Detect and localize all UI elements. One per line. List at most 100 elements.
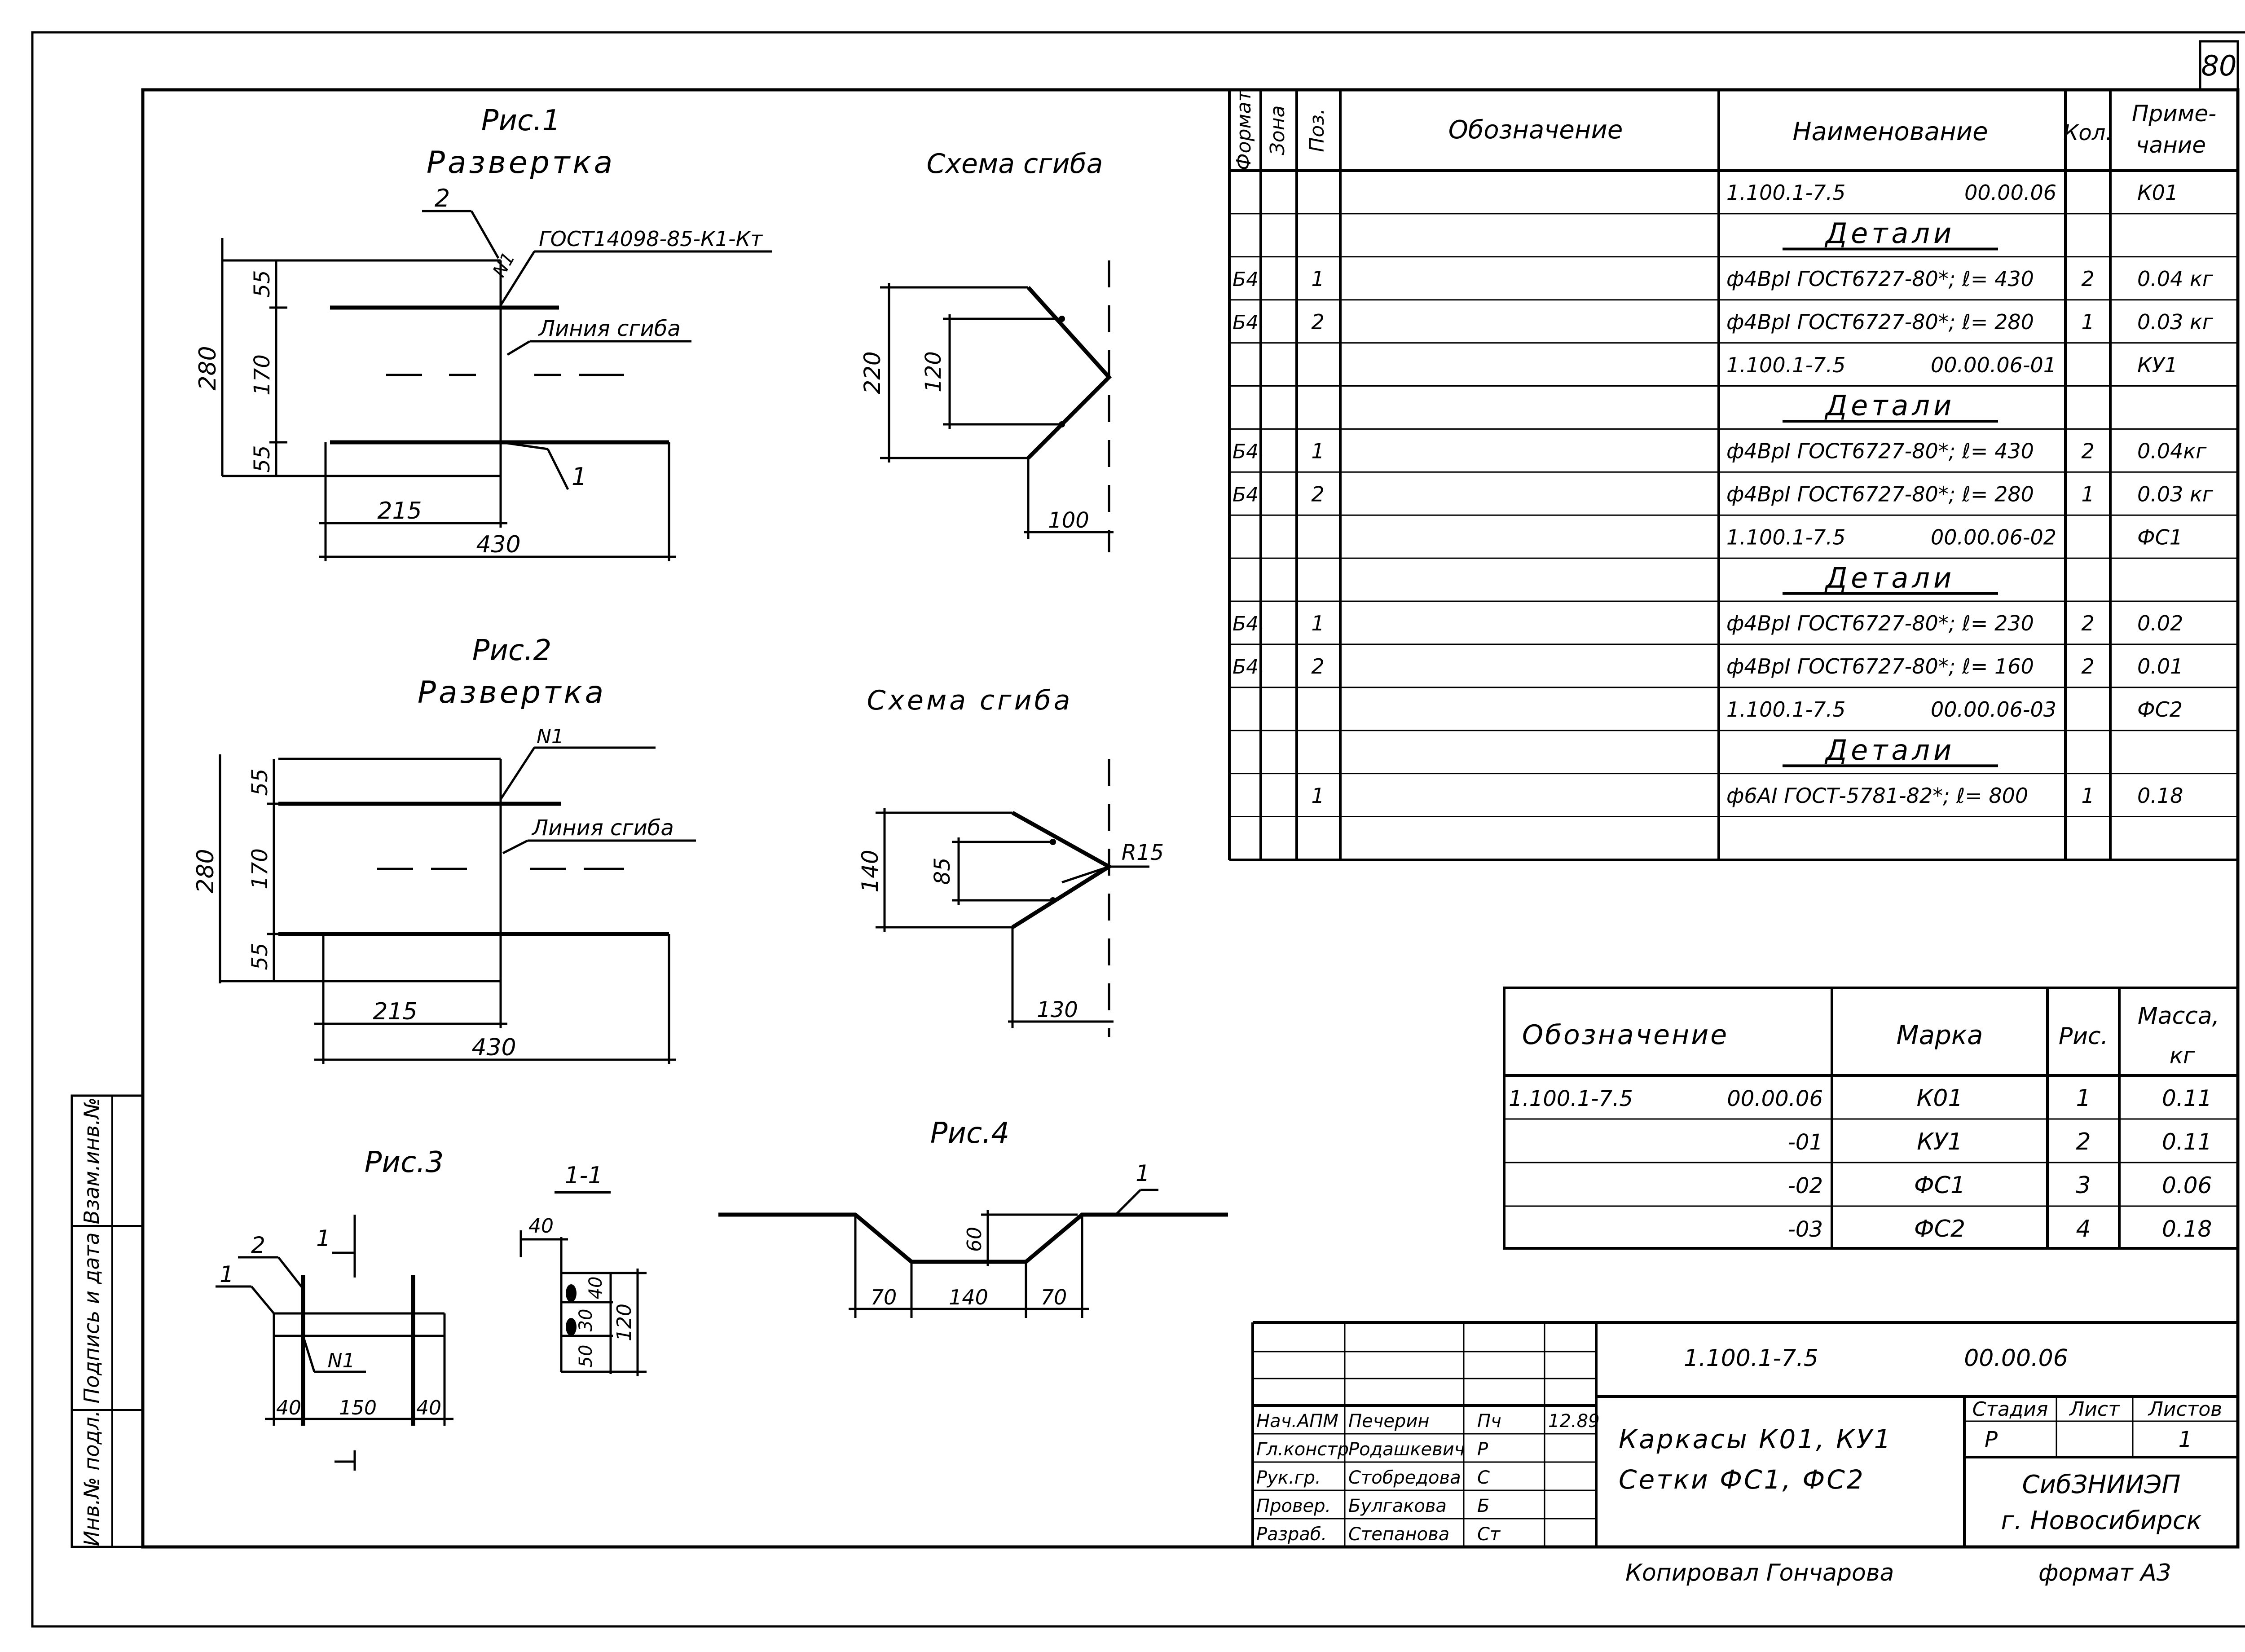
spec-name-cell: 1.100.1-7.5 (1726, 697, 1845, 722)
scheme2-dim-85: 85 (930, 857, 955, 885)
sign-date: 12.89 (1548, 1411, 1600, 1432)
fig1-dim-280: 280 (194, 346, 221, 390)
fig1-dim-170: 170 (250, 354, 275, 396)
spec-name-cell: 1.100.1-7.5 (1726, 181, 1845, 205)
spec-qty-cell: 2 (2081, 611, 2094, 635)
page-number-box (2199, 40, 2239, 91)
spec-note-cell: К01 (2137, 181, 2178, 205)
fig1-fold-line: Линия сгиба (538, 316, 681, 341)
side-stamp-replace: Взам.инв.№ (79, 1097, 104, 1224)
spec-section-heading: Детали (1824, 389, 1955, 422)
mass-fig: 1 (2076, 1085, 2091, 1112)
spec-head-qty: Кол. (2063, 120, 2112, 145)
sign-name: Стобредова (1348, 1467, 1461, 1488)
tb-sheet-label: Лист (2069, 1398, 2120, 1421)
spec-name-cell: ф4ВрI ГОСТ6727-80*; ℓ= 230 (1726, 611, 2034, 635)
fig3-dim-40b: 40 (416, 1396, 441, 1419)
spec-pos-cell: 1 (1311, 439, 1324, 463)
mass-value: 0.11 (2162, 1129, 2212, 1155)
spec-section-heading: Детали (1824, 734, 1955, 767)
spec-head-pos: Поз. (1306, 108, 1329, 152)
spec-code-cell: 00.00.06-03 (1931, 697, 2056, 722)
scheme2-r15: R15 (1122, 840, 1164, 865)
spec-qty-cell: 1 (2081, 784, 2094, 808)
spec-format-cell: Б4. (1233, 268, 1265, 291)
section-dim-50: 50 (576, 1345, 596, 1368)
mass-mark: ФС1 (1914, 1172, 1965, 1199)
fig4-dim-60: 60 (963, 1227, 986, 1252)
sign-role: Провер. (1256, 1496, 1331, 1516)
scheme1: Схема сгиба 220 120 100 (859, 148, 1114, 552)
fig2-dim-55b: 55 (247, 943, 273, 970)
spec-format-cell: Б4. (1233, 612, 1265, 635)
mass-designation-2: -03 (1788, 1217, 1823, 1242)
sign-name: Печерин (1348, 1411, 1429, 1432)
copied-by: Копировал Гончарова (1625, 1559, 1894, 1586)
scheme1-title: Схема сгиба (927, 148, 1103, 180)
spec-name-cell: ф4ВрI ГОСТ6727-80*; ℓ= 280 (1726, 310, 2034, 334)
outer-frame (31, 31, 2245, 1628)
mass-head-mark: Марка (1897, 1020, 1983, 1050)
spec-note-cell: 0.18 (2137, 784, 2183, 808)
spec-pos-cell: 2 (1311, 482, 1324, 507)
fig3: Рис.3 1 2 1 N1 40 150 40 (216, 1146, 453, 1471)
tb-stage: Р (1985, 1427, 1998, 1452)
spec-qty-cell: 1 (2081, 482, 2094, 507)
fig2-n1: N1 (537, 725, 564, 748)
spec-note-cell: 0.02 (2137, 611, 2183, 635)
mass-value: 0.06 (2162, 1172, 2212, 1198)
section-dim-30: 30 (576, 1309, 596, 1332)
sign-signature: Ст (1477, 1524, 1501, 1545)
scheme2-title: Схема сгиба (867, 685, 1073, 716)
spec-table: Формат Зона Поз. Обозначение Наименовани… (1228, 89, 2239, 861)
fig1-gost: ГОСТ14098-85-К1-Кт (539, 227, 763, 251)
fig4-caption: Рис.4 (930, 1117, 1009, 1150)
spec-code-cell: 00.00.06-02 (1931, 525, 2056, 549)
fig2-caption: Рис.2 (472, 634, 551, 667)
spec-note-cell: 0.01 (2137, 654, 2183, 678)
section-dim-40v: 40 (585, 1277, 606, 1300)
fig2-fold-line: Линия сгиба (531, 815, 674, 841)
spec-pos-cell: 1 (1311, 784, 1324, 808)
page-number: 80 (2201, 49, 2237, 82)
spec-format-cell: Б4. (1233, 484, 1265, 507)
fig3-n1: N1 (328, 1349, 355, 1372)
fig3-dim-150: 150 (339, 1396, 377, 1419)
section-1-1: 1-1 40 50 30 40 120 (519, 1162, 647, 1376)
spec-note-cell: КУ1 (2137, 353, 2178, 377)
section-title: 1-1 (565, 1162, 603, 1189)
spec-pos-cell: 2 (1311, 310, 1324, 334)
sign-name: Родашкевич (1348, 1439, 1465, 1460)
spec-note-cell: 0.04 кг (2137, 267, 2214, 291)
tb-sheets-label: Листов (2148, 1398, 2222, 1421)
scheme2-dim-140: 140 (857, 850, 883, 892)
spec-name-cell: 1.100.1-7.5 (1726, 353, 1845, 377)
fig1-n1: N1 (489, 249, 519, 281)
fig3-label-1: 1 (220, 1261, 234, 1287)
fig1-dim-215: 215 (377, 498, 422, 524)
mass-head-designation: Обозначение (1522, 1019, 1729, 1051)
fig1: Рис.1 Развертка (194, 104, 772, 561)
scheme1-dim-220: 220 (859, 351, 885, 394)
scheme2: Схема сгиба 140 85 R15 130 (857, 685, 1164, 1037)
sign-name: Булгакова (1348, 1496, 1447, 1516)
spec-section-heading: Детали (1824, 217, 1955, 250)
mass-fig: 2 (2076, 1128, 2091, 1155)
fig3-section-mark: 1 (316, 1225, 330, 1251)
side-stamp-inv: Инв.№ подл. (79, 1410, 104, 1546)
sign-role: Разраб. (1256, 1524, 1327, 1545)
fig1-label-2: 2 (435, 184, 450, 212)
mass-mark: К01 (1916, 1085, 1963, 1112)
spec-qty-cell: 2 (2081, 654, 2094, 678)
mass-value: 0.11 (2162, 1085, 2212, 1111)
mass-fig: 3 (2076, 1172, 2091, 1199)
tb-sheets: 1 (2179, 1427, 2192, 1452)
spec-name-cell: ф4ВрI ГОСТ6727-80*; ℓ= 160 (1726, 654, 2034, 678)
fig3-label-2: 2 (251, 1232, 265, 1258)
mass-fig: 4 (2076, 1216, 2091, 1242)
spec-note-cell: 0.03 кг (2137, 310, 2214, 334)
fig2-dim-215: 215 (373, 998, 417, 1025)
tb-title-2: Сетки ФС1, ФС2 (1619, 1464, 1865, 1495)
mass-head-fig: Рис. (2059, 1023, 2108, 1050)
